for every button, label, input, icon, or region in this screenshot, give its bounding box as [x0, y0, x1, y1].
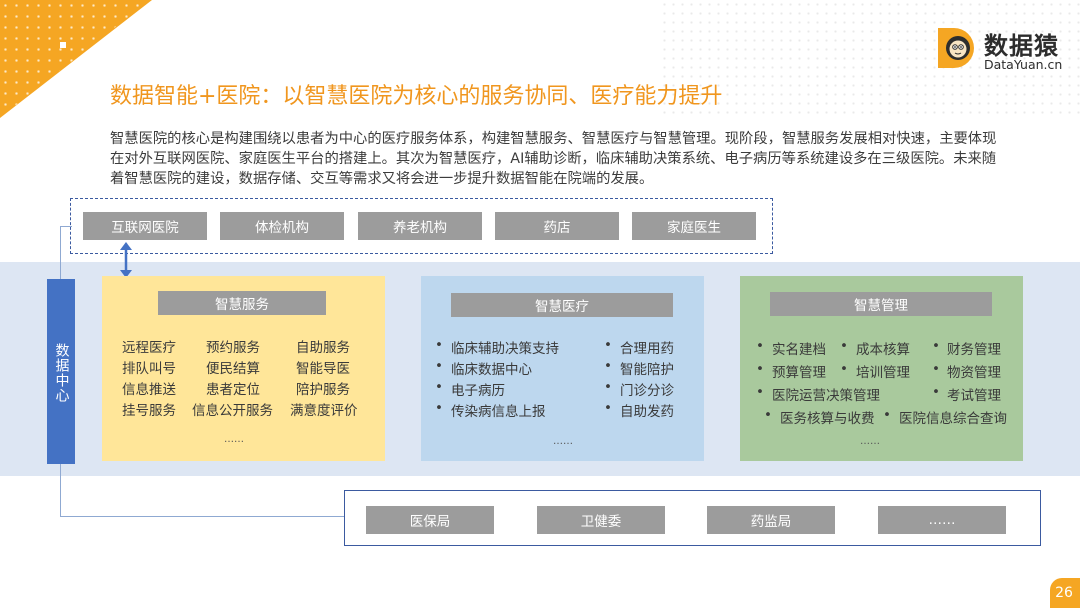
smart-service-panel: 智慧服务 远程医疗 预约服务 自助服务 排队叫号 便民结算 智能导医 信息推送 …	[102, 276, 385, 461]
smart-service-title: 智慧服务	[158, 291, 326, 315]
bullet-icon: •	[932, 384, 940, 400]
bullet-icon: •	[932, 361, 940, 377]
brand-logo: 数据猿 DataYuan.cn	[934, 24, 1064, 74]
box-drug-administration: 药监局	[707, 506, 835, 534]
page-number: 26	[1055, 585, 1073, 601]
box-health-commission: 卫健委	[537, 506, 665, 534]
bullet-icon: •	[604, 337, 612, 353]
bullet-icon: •	[756, 338, 764, 354]
bullet-icon: •	[604, 358, 612, 374]
management-item: 物资管理	[947, 365, 1001, 381]
smart-management-panel: 智慧管理 • 实名建档 • 成本核算 • 财务管理 • 预算管理 • 培训管理 …	[740, 276, 1023, 461]
smart-management-title: 智慧管理	[770, 292, 992, 316]
bullet-icon: •	[435, 379, 443, 395]
medical-item: 门诊分诊	[620, 383, 674, 399]
brand-name: 数据猿	[984, 32, 1059, 60]
bullet-icon: •	[435, 337, 443, 353]
bullet-icon: •	[764, 407, 772, 423]
box-family-doctor: 家庭医生	[632, 212, 756, 240]
service-item: 远程医疗	[122, 340, 176, 356]
header-dot-pattern	[660, 0, 1080, 120]
management-item: 实名建档	[772, 342, 826, 358]
service-item: 信息推送	[122, 382, 176, 398]
box-checkup-institution: 体检机构	[220, 212, 344, 240]
medical-more: ……	[553, 436, 573, 447]
smart-medical-panel: 智慧医疗 • 临床辅助决策支持 • 合理用药 • 临床数据中心 • 智能陪护 •…	[421, 276, 704, 461]
bullet-icon: •	[840, 338, 848, 354]
management-item: 培训管理	[856, 365, 910, 381]
management-item: 医院运营决策管理	[772, 388, 880, 404]
medical-item: 合理用药	[620, 341, 674, 357]
service-item: 陪护服务	[296, 382, 350, 398]
management-item: 预算管理	[772, 365, 826, 381]
box-pharmacy: 药店	[495, 212, 619, 240]
connector-top-vertical	[60, 226, 61, 279]
management-item: 成本核算	[856, 342, 910, 358]
bullet-icon: •	[604, 400, 612, 416]
medical-item: 临床数据中心	[451, 362, 532, 378]
service-item: 排队叫号	[122, 361, 176, 377]
service-item: 患者定位	[206, 382, 260, 398]
medical-item: 电子病历	[451, 383, 505, 399]
medical-item: 临床辅助决策支持	[451, 341, 559, 357]
bullet-icon: •	[840, 361, 848, 377]
bullet-icon: •	[883, 407, 891, 423]
service-item: 预约服务	[206, 340, 260, 356]
box-internet-hospital: 互联网医院	[83, 212, 207, 240]
management-more: ……	[860, 436, 880, 447]
service-item: 挂号服务	[122, 403, 176, 419]
connector-bottom-vertical	[60, 464, 61, 516]
double-arrow-icon	[120, 242, 132, 278]
smart-medical-title: 智慧医疗	[451, 293, 673, 317]
slide-title: 数据智能+医院：以智慧医院为核心的服务协同、医疗能力提升	[110, 84, 723, 109]
bullet-icon: •	[932, 338, 940, 354]
service-item: 满意度评价	[290, 403, 358, 419]
data-center-label: 数据中心	[53, 342, 70, 403]
medical-item: 智能陪护	[620, 362, 674, 378]
bullet-icon: •	[435, 400, 443, 416]
intro-paragraph: 智慧医院的核心是构建围绕以患者为中心的医疗服务体系，构建智慧服务、智慧医疗与智慧…	[110, 131, 997, 187]
service-item: 信息公开服务	[192, 403, 273, 419]
bullet-icon: •	[435, 358, 443, 374]
service-more: ……	[224, 434, 244, 445]
bullet-icon: •	[604, 379, 612, 395]
box-more-regulators: ……	[878, 506, 1006, 534]
medical-item: 传染病信息上报	[451, 404, 546, 420]
management-item: 医务核算与收费	[780, 411, 875, 427]
connector-top	[60, 226, 72, 227]
management-item: 财务管理	[947, 342, 1001, 358]
monkey-logo-icon	[938, 28, 974, 68]
page-number-tab	[1050, 578, 1080, 608]
box-elderly-care: 养老机构	[358, 212, 482, 240]
medical-item: 自助发药	[620, 404, 674, 420]
brand-site: DataYuan.cn	[984, 57, 1063, 72]
service-item: 智能导医	[296, 361, 350, 377]
corner-square-decoration	[60, 42, 66, 48]
service-item: 便民结算	[206, 361, 260, 377]
bullet-icon: •	[756, 384, 764, 400]
management-item: 医院信息综合查询	[899, 411, 1007, 427]
bullet-icon: •	[756, 361, 764, 377]
connector-bottom	[60, 516, 345, 517]
service-item: 自助服务	[296, 340, 350, 356]
box-medical-insurance-bureau: 医保局	[366, 506, 494, 534]
data-center-bar: 数据中心	[47, 279, 75, 464]
management-item: 考试管理	[947, 388, 1001, 404]
